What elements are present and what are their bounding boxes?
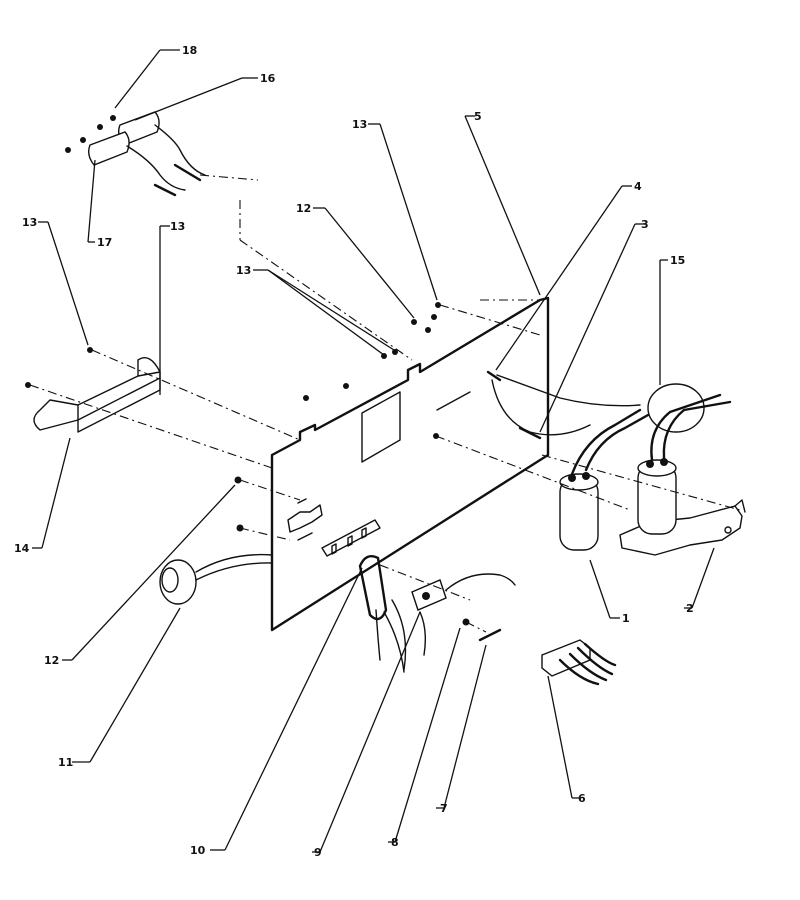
timer-dial bbox=[159, 553, 273, 605]
callout-11: 11 bbox=[58, 756, 73, 769]
callout-15: 15 bbox=[670, 254, 685, 267]
terminal-block bbox=[541, 639, 617, 686]
callout-labels: 1 2 3 4 5 6 7 8 9 10 11 12 12 13 13 13 1… bbox=[14, 44, 694, 859]
screw-pin bbox=[462, 618, 502, 642]
leader-lines bbox=[32, 49, 715, 853]
relay-switch bbox=[358, 555, 516, 673]
assembly-lines bbox=[29, 174, 741, 633]
callout-13-top: 13 bbox=[352, 118, 367, 131]
callout-2: 2 bbox=[686, 602, 694, 615]
screws bbox=[25, 302, 441, 532]
callout-17: 17 bbox=[97, 236, 112, 249]
callout-16: 16 bbox=[260, 72, 276, 85]
callout-12-top: 12 bbox=[296, 202, 311, 215]
mounting-bracket bbox=[33, 357, 161, 433]
callout-9: 9 bbox=[314, 846, 322, 859]
callout-5: 5 bbox=[474, 110, 482, 123]
control-panel bbox=[270, 296, 550, 632]
callout-12-bottom: 12 bbox=[44, 654, 59, 667]
callout-7: 7 bbox=[440, 802, 448, 815]
callout-6: 6 bbox=[578, 792, 586, 805]
callout-3: 3 bbox=[641, 218, 649, 231]
callout-1: 1 bbox=[622, 612, 630, 625]
callout-10: 10 bbox=[190, 844, 206, 857]
fuse-holders bbox=[65, 111, 206, 197]
callout-8: 8 bbox=[391, 836, 399, 849]
callout-14: 14 bbox=[14, 542, 30, 555]
callout-18: 18 bbox=[182, 44, 197, 57]
callout-4: 4 bbox=[634, 180, 642, 193]
capacitor-right bbox=[637, 458, 677, 535]
callout-13-left: 13 bbox=[22, 216, 37, 229]
wiring-harness bbox=[486, 370, 732, 476]
capacitor-left bbox=[559, 472, 599, 551]
callout-13-middle: 13 bbox=[236, 264, 251, 277]
callout-13-center: 13 bbox=[170, 220, 185, 233]
